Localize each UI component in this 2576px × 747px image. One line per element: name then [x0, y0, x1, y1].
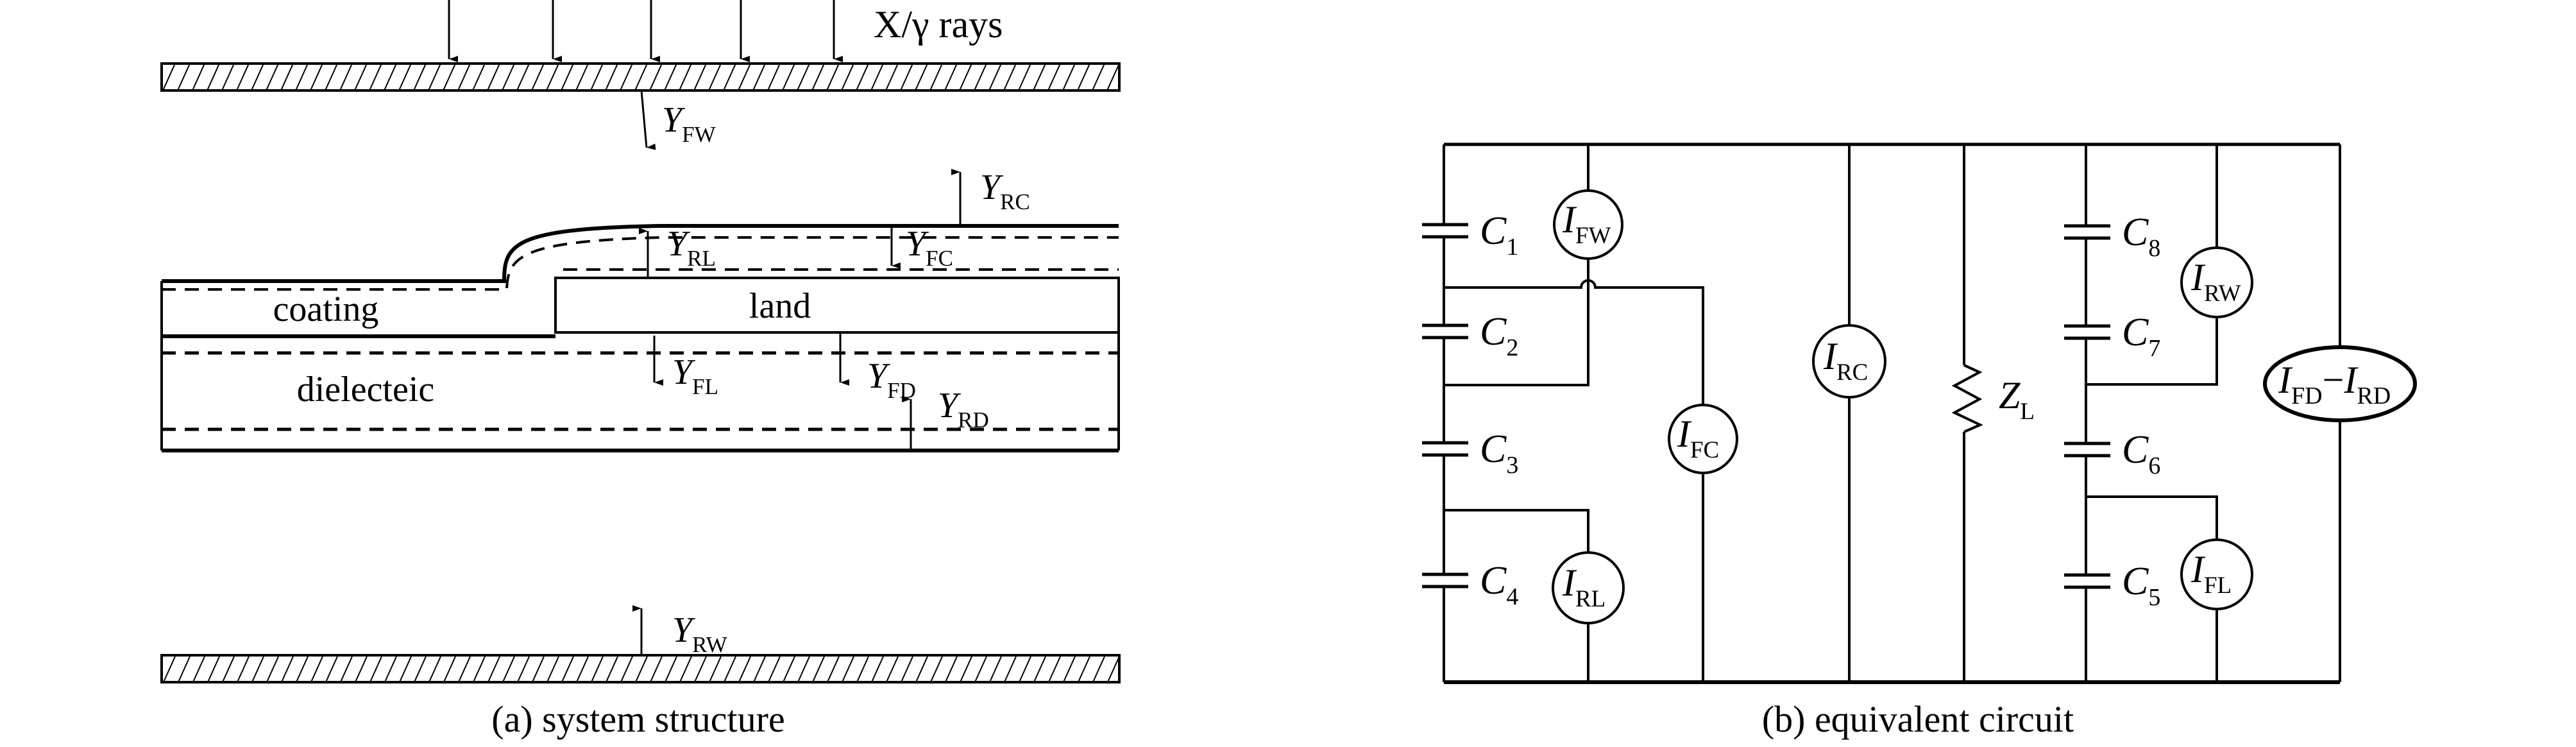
- incoming-rays: [448, 0, 843, 62]
- source-label-ifl: IFL: [2190, 548, 2232, 599]
- capacitor-gap: [2082, 227, 2090, 237]
- source-label-irl: IRL: [1562, 562, 1606, 612]
- source-label-ifc: IFC: [1677, 413, 1719, 463]
- capacitor-c6: C6: [2064, 428, 2160, 479]
- flux-label-fw: YFW: [662, 100, 716, 147]
- flux-rl: YRL: [639, 224, 716, 277]
- capacitor-c7: C7: [2064, 311, 2160, 362]
- capacitor-c3: C3: [1422, 427, 1518, 479]
- capacitor-gap: [1440, 327, 1448, 336]
- source-label-ifd-ird: IFD−IRD: [2278, 359, 2391, 409]
- arrow-down-icon: [640, 90, 656, 150]
- caption-b: (b) equivalent circuit: [1762, 698, 2074, 740]
- resistor-zl-icon: [1951, 364, 1983, 433]
- flux-label-fd: YFD: [867, 356, 916, 403]
- wire: [2086, 144, 2218, 386]
- source-label-ifw: IFW: [1562, 198, 1611, 249]
- flux-rc: YRC: [951, 167, 1030, 226]
- bottom-wall-plate: [160, 654, 1121, 683]
- flux-label-fl: YFL: [672, 352, 718, 399]
- coating-label: coating: [273, 289, 379, 329]
- land-label: land: [749, 286, 811, 326]
- flux-label-rl: YRL: [667, 224, 716, 271]
- source-circle-icon: [2180, 246, 2253, 318]
- capacitor-c4: C4: [1422, 559, 1518, 610]
- current-source-ifl: IFL: [2180, 538, 2253, 610]
- capacitor-label-c4: C4: [1480, 559, 1518, 610]
- source-circle-icon: [1552, 551, 1625, 624]
- land-electrode: [554, 277, 1120, 334]
- flux-label-rw: YRW: [672, 610, 727, 657]
- flux-label-rc: YRC: [980, 167, 1030, 214]
- current-source-irc: IRC: [1812, 324, 1886, 399]
- flux-fw: YFW: [640, 90, 716, 150]
- capacitor-label-c6: C6: [2122, 428, 2160, 479]
- flux-arrows: YFW YRC YRL YFC YFL YFD YRD YRW: [632, 90, 1030, 657]
- flux-rw: YRW: [632, 605, 727, 657]
- dielectric-label: dielecteic: [297, 370, 435, 409]
- dielectric-layer: [160, 332, 1120, 452]
- capacitor-c5: C5: [2064, 560, 2160, 611]
- current-source-irl: IRL: [1552, 551, 1625, 624]
- current-source-ifw: IFW: [1553, 189, 1623, 260]
- capacitor-gap: [2082, 445, 2090, 454]
- top-wall-plate: [160, 62, 1121, 92]
- capacitor-label-c5: C5: [2122, 560, 2160, 611]
- source-circle-icon: [1668, 404, 1738, 474]
- capacitor-label-c2: C2: [1480, 310, 1518, 361]
- wire: [1444, 509, 1589, 682]
- capacitor-gap: [1440, 226, 1448, 236]
- capacitor-gap: [2082, 576, 2090, 586]
- flux-rd: YRD: [902, 386, 989, 451]
- capacitor-c2: C2: [1422, 310, 1518, 361]
- rays-label: X/γ rays: [874, 3, 1003, 46]
- source-label-irw: IRW: [2190, 256, 2241, 307]
- coating-layer: [160, 224, 1119, 338]
- flux-fl: YFL: [653, 336, 718, 399]
- source-circle-icon: [1812, 324, 1886, 399]
- capacitor-label-c8: C8: [2122, 210, 2160, 262]
- caption-a: (a) system structure: [491, 698, 784, 740]
- current-source-ifd-ird: IFD−IRD: [2263, 345, 2417, 422]
- flux-label-rd: YRD: [938, 386, 989, 433]
- load-label-zl: ZL: [1999, 374, 2035, 425]
- capacitor-c1: C1: [1422, 209, 1518, 261]
- wire: [2086, 495, 2218, 682]
- current-source-irw: IRW: [2180, 246, 2253, 318]
- wire: [1444, 279, 1704, 682]
- capacitor-label-c7: C7: [2122, 311, 2160, 362]
- source-circle-icon: [1553, 189, 1623, 260]
- current-source-ifc: IFC: [1668, 404, 1738, 474]
- capacitor-gap: [1440, 576, 1448, 585]
- flux-fc: YFC: [890, 224, 953, 271]
- source-ellipse-icon: [2263, 345, 2417, 422]
- capacitor-label-c3: C3: [1480, 427, 1518, 479]
- source-circle-icon: [2180, 538, 2253, 610]
- flux-label-fc: YFC: [906, 224, 953, 271]
- capacitor-c8: C8: [2064, 210, 2160, 262]
- source-label-irc: IRC: [1823, 335, 1868, 386]
- capacitor-label-c1: C1: [1480, 209, 1518, 261]
- capacitor-gap: [2082, 327, 2090, 337]
- flux-fd: YFD: [839, 332, 916, 403]
- panel-a-system-structure: X/γ rays coating land dielecteic YFWYRCY…: [160, 0, 1121, 740]
- capacitor-gap: [1440, 444, 1448, 454]
